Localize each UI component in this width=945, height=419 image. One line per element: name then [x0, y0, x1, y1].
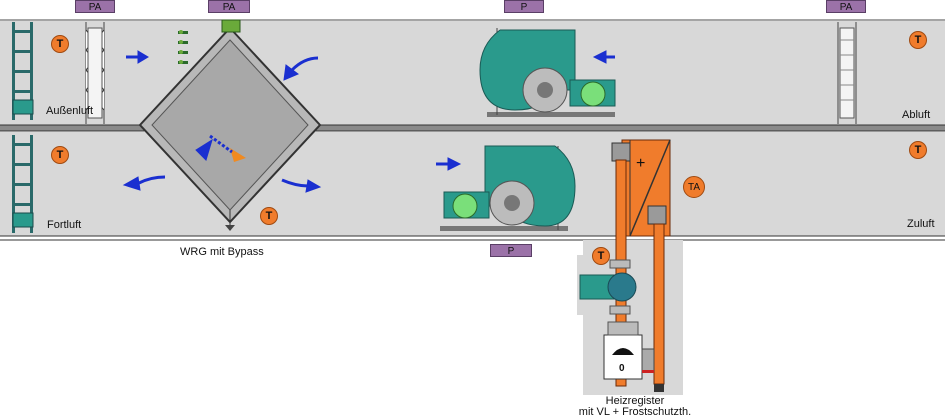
zuluft-label: Zuluft: [907, 218, 935, 230]
damper-icon: [12, 135, 34, 233]
duct-divider: [0, 125, 945, 131]
heizregister-subtitle: mit VL + Frostschutzth.: [578, 406, 692, 418]
valve-actuator-icon: [603, 321, 655, 380]
heater-sign: +: [636, 155, 646, 172]
wrg-label: WRG mit Bypass: [180, 246, 264, 258]
fan-icon: [479, 28, 616, 117]
temperature-sensor-heater-return[interactable]: T: [592, 247, 610, 265]
heat-recovery-icon: [138, 19, 322, 231]
fortluft-label: Fortluft: [47, 219, 82, 231]
pump-icon: [579, 259, 637, 315]
abluft-label: Abluft: [902, 109, 931, 121]
lower-duct: [0, 132, 945, 236]
aussenluft-label: Außenluft: [46, 105, 94, 117]
airflow-arrow-icon: [209, 134, 246, 162]
heizregister-title: Heizregister: [605, 395, 665, 407]
pa-outdoor-tag: PA: [75, 0, 115, 13]
filter-icon: [85, 22, 105, 124]
temperature-sensor-fortluft[interactable]: T: [51, 146, 69, 164]
temperature-sensor-exhaust[interactable]: T: [909, 31, 927, 49]
heater-coil-icon: [611, 139, 671, 237]
temperature-sensor-wrg[interactable]: T: [260, 207, 278, 225]
damper-icon: [12, 22, 34, 120]
valve-value: 0: [619, 363, 625, 374]
upper-duct: [0, 21, 945, 125]
temperature-sensor-outdoor[interactable]: T: [51, 35, 69, 53]
airflow-arrow-icon: [122, 50, 615, 193]
indicator-icon: [178, 30, 188, 64]
p-exhaust-fan-tag: P: [504, 0, 544, 13]
filter-icon: [837, 22, 857, 124]
pa-exhaust-tag: PA: [826, 0, 866, 13]
temperature-sensor-supply[interactable]: T: [909, 141, 927, 159]
fan-icon: [440, 145, 576, 231]
temperature-alarm-heater[interactable]: TA: [683, 176, 705, 198]
heizregister-label: Heizregister mit VL + Frostschutzth.: [560, 396, 710, 418]
pa-wrg-tag: PA: [208, 0, 250, 13]
p-supply-fan-tag: P: [490, 244, 532, 257]
